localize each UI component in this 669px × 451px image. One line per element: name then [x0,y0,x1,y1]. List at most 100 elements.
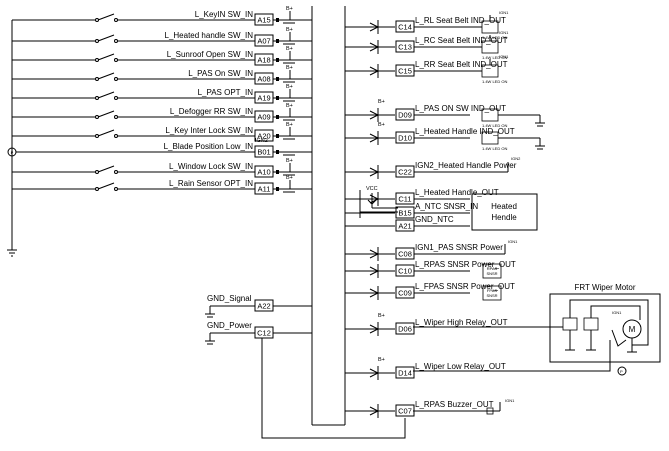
output-label: L_Wiper High Relay_OUT [415,318,508,327]
svg-text:B15: B15 [398,209,411,218]
output-label: L_FPAS SNSR Power_OUT [415,282,515,291]
ntc-circuit: VCC [359,186,398,218]
bplus-label: B+ [286,175,293,181]
pin-a10: A10 [254,165,274,178]
heated-handle-power: IGN2 [414,156,521,173]
bplus-label: B+ [286,122,293,128]
pin-c15: C15 [395,64,415,77]
output-label: L_PAS ON SW IND_OUT [415,104,506,113]
connector-circle: P [11,150,14,155]
pin-d10: D10 [395,131,415,144]
bplus-label: B+ [378,122,385,128]
svg-text:A15: A15 [257,16,270,25]
signal-label: L_Heated handle SW_IN [165,31,254,40]
bplus-label: B+ [378,357,385,363]
signal-label: L_Blade Position Low_IN [164,142,254,151]
pin-c13: C13 [395,40,415,53]
pin-c08: C08 [395,247,415,260]
ground-label: GND_Signal [207,294,252,303]
bplus-label: B+ [286,65,293,71]
pin-a11: A11 [254,182,274,195]
bplus-label: B+ [286,84,293,90]
bplus-label: B+ [378,99,385,105]
svg-text:A10: A10 [257,168,270,177]
pin-a08: A08 [254,72,274,85]
svg-text:C14: C14 [398,23,412,32]
bplus-label: B+ [286,158,293,164]
bplus-label: B+ [286,46,293,52]
output-label: L_RPAS Buzzer_OUT [415,400,494,409]
wiper-motor-block: FRT Wiper Motor M IGN1 P [413,283,661,376]
svg-text:D06: D06 [398,325,412,334]
pin-c12: C12 [254,326,274,339]
output-label: L_Heated Handle IND_OUT [415,127,515,136]
svg-text:C10: C10 [398,267,412,276]
output-label: L_Heated Handle_OUT [415,188,499,197]
module-body [11,6,406,439]
svg-text:A19: A19 [257,94,270,103]
svg-text:C13: C13 [398,43,412,52]
bplus-label: B+ [286,27,293,33]
output-label: L_RL Seat Belt IND_OUT [415,16,506,25]
bplus-label: B+ [286,6,293,12]
buzzer-ign-label: IGN1 [505,398,515,403]
rpas-sensor-line2: SNSR [486,271,497,276]
signal-label: L_Defogger RR SW_IN [170,107,253,116]
svg-text:A22: A22 [257,302,270,311]
signal-label: L_Window Lock SW_IN [169,162,253,171]
svg-text:D10: D10 [398,134,412,143]
signal-label: L_Rain Sensor OPT_IN [169,179,253,188]
signal-label: L_KeyIN SW_IN [195,10,253,19]
led-label: 1.4W LED ON [482,123,507,128]
svg-text:D14: D14 [398,369,412,378]
wiper-connector-symbol: P [620,369,623,374]
led-ign-label: IGN1 [499,10,509,15]
rpas-sensor-line1: RPAS [487,266,498,271]
input-circuit-a08: B+ L_PAS On SW_IN A08 [12,65,312,85]
svg-text:D09: D09 [398,111,412,120]
svg-text:C15: C15 [398,67,412,76]
pas-power-tap: IGN1 [414,239,518,255]
led-label: 1.4W LED ON [482,55,507,60]
pin-a15: A15 [254,13,274,26]
pin-c11: C11 [395,192,415,205]
pas-ign-label: IGN1 [508,239,518,244]
signal-label: L_PAS On SW_IN [188,69,253,78]
pin-d09: D09 [395,108,415,121]
svg-text:C09: C09 [398,289,412,298]
signal-label: L_PAS OPT_IN [198,88,254,97]
heated-handle-line1: Heated [491,202,517,211]
heated-power-ign-label: IGN2 [511,156,521,161]
led-label: 1.4W LED ON [482,146,507,151]
svg-text:B01: B01 [257,148,270,157]
heated-handle-line2: Hendle [491,213,517,222]
svg-text:A08: A08 [257,75,270,84]
motor-ign-label: IGN1 [612,310,622,315]
pin-c10: C10 [395,264,415,277]
signal-label: L_Sunroof Open SW_IN [167,50,253,59]
pin-a19: A19 [254,91,274,104]
output-label: IGN1_PAS SNSR Power [415,243,503,252]
